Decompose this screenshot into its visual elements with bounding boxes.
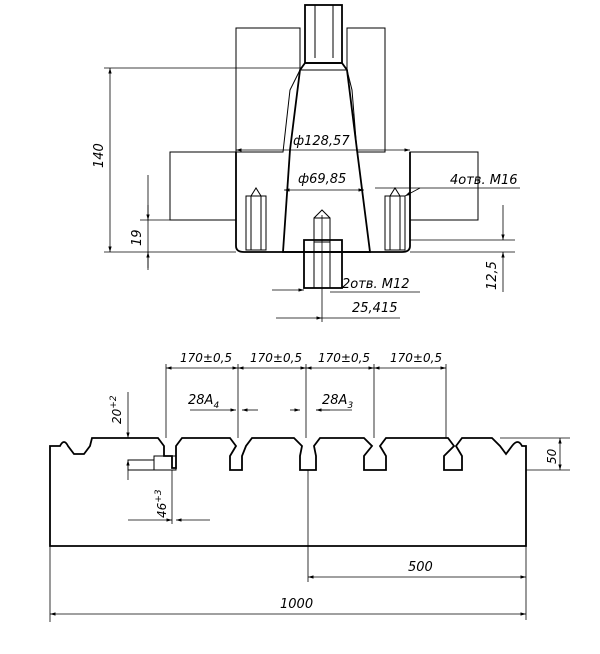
note-4-holes-m16: 4отв. М16 [450, 173, 517, 188]
note-2-holes-m12: 2отв. М12 [342, 277, 409, 292]
dim-25-415: 25,415 [352, 301, 398, 316]
housing-right-hatch [346, 27, 386, 153]
dim-height-50: 50 [545, 448, 559, 464]
bolt-m16-left [245, 187, 267, 251]
table-body [49, 437, 527, 547]
flange-outline [235, 152, 411, 253]
dim-pitch-4: 170±0,5 [390, 351, 442, 365]
dim-pitch-3: 170±0,5 [318, 351, 370, 365]
dim-140: 140 [92, 143, 107, 168]
spindle-shaft [304, 4, 343, 64]
bolt-m16-right [384, 187, 406, 251]
dim-12-5: 12,5 [485, 261, 500, 290]
t-slot-table-section: 170±0,5 170±0,5 170±0,5 170±0,5 28А4 28А… [49, 351, 570, 622]
housing-left-hatch [235, 27, 301, 153]
flange-left-hatch [169, 151, 237, 221]
dim-d69: ф69,85 [298, 172, 346, 187]
dim-width-1000: 1000 [280, 597, 313, 612]
spindle-taper [282, 62, 372, 253]
dim-depth-20: 20+2 [109, 395, 124, 424]
dim-width-500: 500 [408, 560, 433, 575]
dim-pitch-2: 170±0,5 [250, 351, 302, 365]
dim-pitch-1: 170±0,5 [180, 351, 232, 365]
dim-19: 19 [130, 229, 145, 246]
dim-width-46: 46+3 [154, 489, 169, 518]
dim-slot-28a3: 28А3 [322, 393, 353, 411]
drive-key-m12 [303, 209, 343, 289]
dim-d128: ф128,57 [293, 134, 350, 149]
dim-slot-28a4: 28А4 [188, 393, 219, 411]
spindle-section-view: 140 19 ф128,57 ф69,85 4отв. М16 12,5 2от… [92, 4, 520, 322]
